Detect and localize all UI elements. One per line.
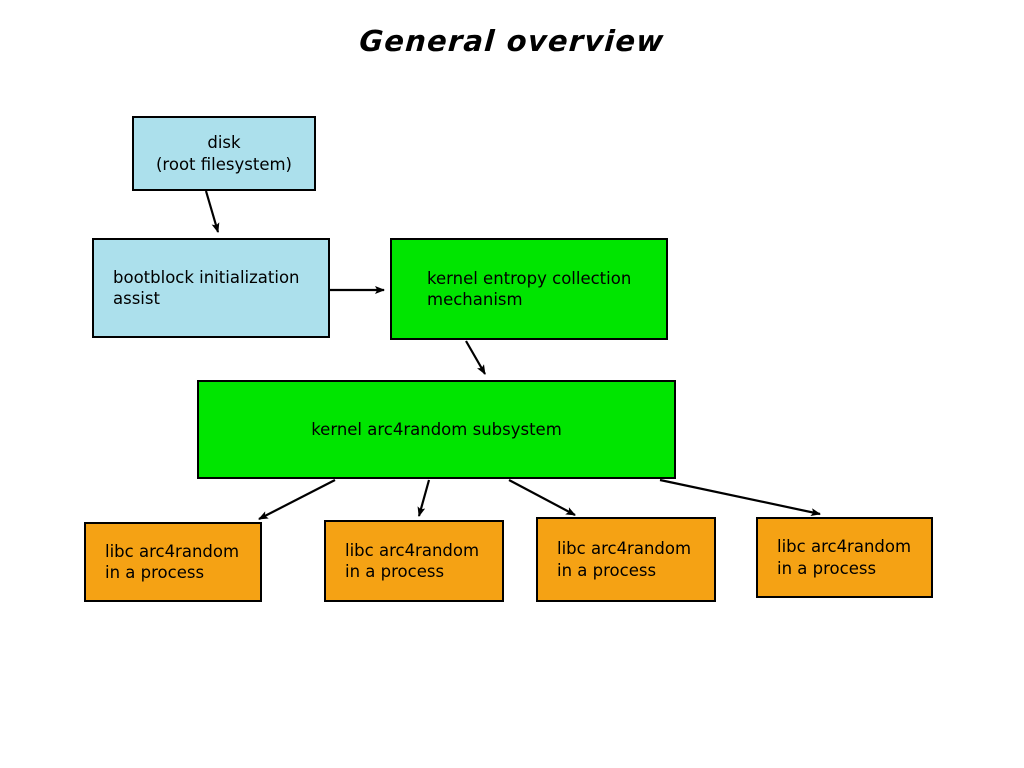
node-libc-3-label: libc arc4random in a process — [557, 539, 692, 580]
node-subsystem-label: kernel arc4random subsystem — [311, 419, 562, 439]
node-libc-2-label: libc arc4random in a process — [345, 540, 480, 581]
node-disk[interactable]: disk (root filesystem) — [132, 116, 316, 191]
node-bootblock-initialization-assist[interactable]: bootblock initialization assist — [92, 238, 330, 338]
node-libc-arc4random-process-2[interactable]: libc arc4random in a process — [324, 520, 504, 602]
node-libc-arc4random-process-1[interactable]: libc arc4random in a process — [84, 522, 262, 602]
node-kernel-entropy-collection-mechanism[interactable]: kernel entropy collection mechanism — [390, 238, 668, 340]
node-libc-arc4random-process-4[interactable]: libc arc4random in a process — [756, 517, 933, 598]
node-kernel-arc4random-subsystem[interactable]: kernel arc4random subsystem — [197, 380, 676, 479]
edge-subsystem-to-libc2 — [417, 479, 431, 517]
edge-subsystem-to-libc4 — [659, 478, 821, 517]
node-libc-1-label: libc arc4random in a process — [105, 541, 240, 582]
node-libc-arc4random-process-3[interactable]: libc arc4random in a process — [536, 517, 716, 602]
edge-disk-to-bootblock — [204, 190, 220, 233]
node-libc-4-label: libc arc4random in a process — [777, 537, 912, 578]
edge-entropy-to-subsystem — [465, 340, 486, 375]
node-disk-label: disk (root filesystem) — [156, 133, 292, 174]
page-title: General overview — [358, 24, 666, 58]
node-bootblock-label: bootblock initialization assist — [113, 267, 300, 308]
edge-subsystem-to-libc1 — [258, 479, 336, 520]
node-entropy-label: kernel entropy collection mechanism — [427, 268, 632, 309]
edge-subsystem-to-libc3 — [508, 479, 576, 516]
